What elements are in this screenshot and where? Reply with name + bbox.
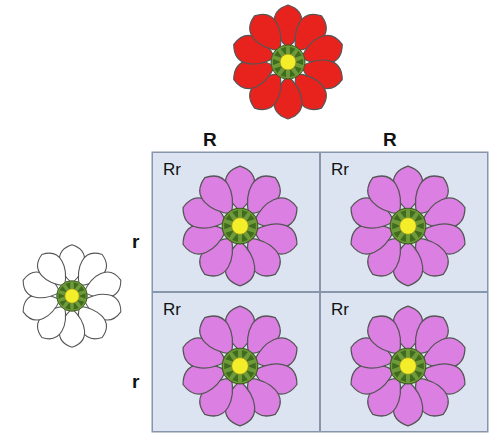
allele-header: R <box>383 130 397 151</box>
square-ground <box>152 152 488 432</box>
punnett-cell: Rr <box>152 152 320 292</box>
flower-eye <box>280 54 296 70</box>
offspring-flower <box>179 306 302 426</box>
flower-eye <box>400 218 417 235</box>
punnett-cell: Rr <box>320 152 488 292</box>
flower-center <box>390 348 426 384</box>
flower-center <box>271 45 305 79</box>
flower-center <box>390 208 426 244</box>
petal <box>193 309 243 363</box>
flowers <box>19 5 469 426</box>
petal <box>32 247 75 293</box>
offspring-flower <box>179 166 302 286</box>
petal <box>361 309 411 363</box>
allele-header: r <box>132 232 139 253</box>
genotype-label: Rr <box>329 161 351 180</box>
punnett-cell: Rr <box>152 292 320 432</box>
punnett-cell: Rr <box>320 292 488 432</box>
genotype-label: Rr <box>161 161 183 180</box>
genotype-label: Rr <box>161 301 183 320</box>
allele-header: R <box>203 130 217 151</box>
flower-eye <box>232 218 249 235</box>
parent-red-flower <box>229 5 346 119</box>
flower-eye <box>65 289 79 303</box>
flower-center <box>57 281 88 312</box>
petal <box>243 8 291 59</box>
parent-white-flower <box>19 245 124 348</box>
genotype-label: Rr <box>329 301 351 320</box>
flower-center <box>222 348 258 384</box>
allele-header: r <box>132 372 139 393</box>
flower-center <box>222 208 258 244</box>
flower-eye <box>232 358 249 375</box>
flower-eye <box>400 358 417 375</box>
petal <box>193 169 243 223</box>
offspring-flower <box>347 166 470 286</box>
offspring-flower <box>347 306 470 426</box>
petal <box>361 169 411 223</box>
